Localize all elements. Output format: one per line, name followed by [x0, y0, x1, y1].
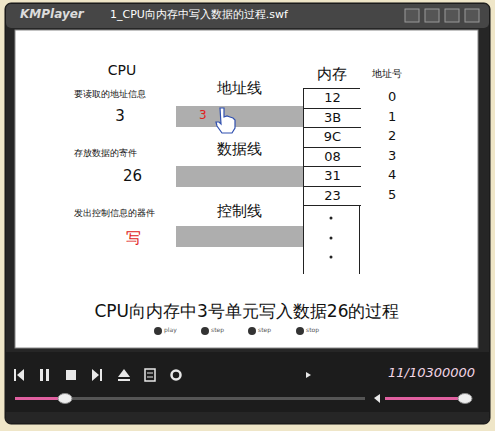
- next-icon: [100, 369, 102, 381]
- movie-button: [201, 327, 209, 335]
- memory-cell: 3B: [304, 109, 361, 129]
- title-button: [425, 9, 439, 22]
- bus-label: 控制线: [217, 203, 262, 220]
- playlist-icon: [147, 373, 153, 374]
- memory-cell: 12: [304, 89, 361, 109]
- bus-label: 地址线: [217, 80, 262, 97]
- content-area: [15, 30, 478, 348]
- button-label: step: [211, 327, 224, 334]
- address-number: 0: [388, 90, 396, 104]
- movie-button: [248, 327, 256, 335]
- address-number: 3: [388, 149, 396, 163]
- continuation-dot: [330, 256, 333, 259]
- continuation-dot: [330, 217, 333, 220]
- seek-knob: [58, 394, 72, 404]
- title-button: [405, 9, 419, 22]
- box-value: 12: [324, 91, 341, 105]
- box-value: 3: [115, 108, 125, 125]
- bus-band: [176, 106, 303, 127]
- button-label: play: [164, 327, 177, 334]
- address-number: 5: [388, 188, 396, 202]
- bus-label: 数据线: [217, 141, 262, 158]
- box-heading: 要读取的地址信息: [74, 90, 146, 100]
- button-label: stop: [306, 327, 319, 334]
- box-value: 08: [324, 150, 341, 164]
- playlist-icon: [147, 377, 153, 378]
- prev-icon: [14, 369, 16, 381]
- bus-value: 3: [199, 109, 207, 122]
- box-heading: 发出控制信息的器件: [74, 209, 155, 219]
- title-bar: [6, 4, 489, 28]
- title-button: [465, 9, 479, 22]
- stop-icon: [66, 370, 76, 380]
- volume-track: [385, 397, 465, 400]
- bus-band: [176, 226, 303, 247]
- register-box: 存放数据的寄件26: [115, 165, 150, 187]
- box-heading: 存放数据的寄件: [74, 149, 137, 159]
- movie-button: [296, 327, 304, 335]
- cpu-box: CPU要读取的地址信息3存放数据的寄件26发出控制信息的器件写: [68, 82, 176, 262]
- eject-icon: [118, 369, 130, 377]
- box-value: 31: [324, 169, 341, 183]
- address-number: 2: [388, 129, 396, 143]
- box-heading: 内存: [304, 66, 359, 83]
- box-value: 3B: [324, 111, 341, 125]
- box-value: 23: [324, 189, 341, 203]
- window-title: 1_CPU向内存中写入数据的过程.swf: [110, 9, 288, 21]
- hand-cursor: [216, 108, 235, 133]
- time-counter: 11/10300000: [388, 366, 475, 380]
- volume-knob: [458, 394, 472, 404]
- next-icon: [92, 369, 99, 381]
- box-value: 写: [126, 230, 141, 247]
- memory-column: 内存123B9C083123: [303, 88, 360, 274]
- memory-cell: 9C: [304, 128, 361, 148]
- button-label: step: [258, 327, 271, 334]
- prev-icon: [17, 369, 24, 381]
- title-button: [445, 9, 459, 22]
- app-name: KMPlayer: [20, 8, 84, 21]
- memory-cell: 23: [304, 187, 361, 207]
- settings-icon: [172, 371, 181, 380]
- register-box: 要读取的地址信息3: [100, 106, 140, 127]
- play-indicator: [306, 372, 311, 378]
- continuation-dot: [330, 237, 333, 240]
- movie-button: [154, 327, 162, 335]
- box-heading: CPU: [68, 63, 176, 78]
- address-number: 1: [388, 110, 396, 124]
- playlist-icon: [145, 369, 155, 381]
- box-value: 9C: [324, 130, 341, 144]
- eject-icon: [118, 379, 130, 381]
- diagram-caption: CPU向内存中3号单元写入数据26的过程: [16, 300, 478, 323]
- memory-cell: 08: [304, 148, 361, 168]
- column-heading: 地址号: [372, 68, 402, 79]
- window-frame: [5, 3, 490, 424]
- address-number: 4: [388, 168, 396, 182]
- memory-cell: 31: [304, 167, 361, 187]
- speaker-icon: [374, 394, 380, 403]
- bus-band: [176, 166, 303, 187]
- box-value: 26: [123, 168, 142, 185]
- pause-icon: [46, 369, 49, 381]
- pause-icon: [40, 369, 43, 381]
- control-bar: [6, 352, 489, 412]
- register-box: 发出控制信息的器件写: [116, 228, 150, 249]
